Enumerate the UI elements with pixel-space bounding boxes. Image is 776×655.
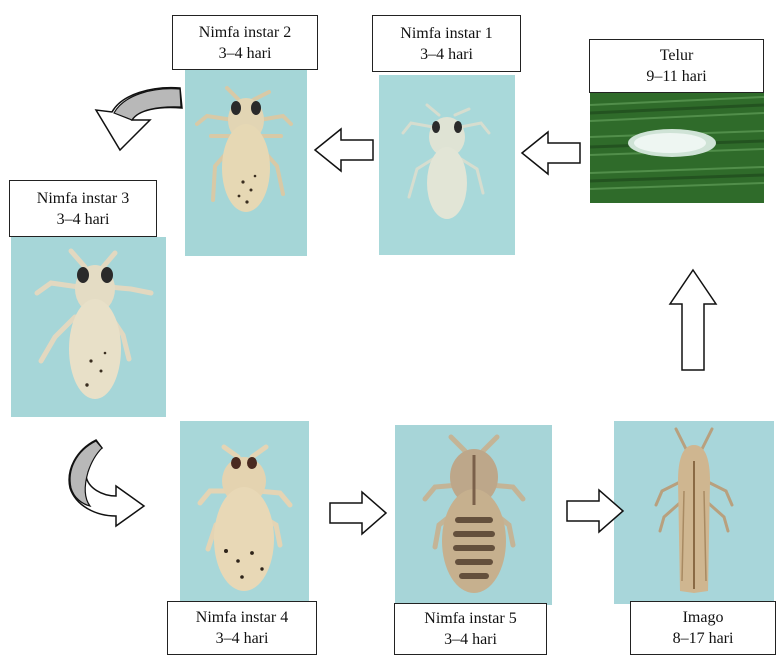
arrow-up-icon bbox=[668, 268, 718, 372]
imago-photo bbox=[614, 421, 774, 604]
nimfa-instar-4-label: Nimfa instar 4 3–4 hari bbox=[167, 601, 317, 655]
stage-duration: 3–4 hari bbox=[373, 44, 520, 65]
arrow-right-icon bbox=[565, 488, 625, 534]
nimfa-instar-3-photo bbox=[11, 237, 166, 417]
imago-label: Imago 8–17 hari bbox=[630, 601, 776, 655]
telur-label: Telur 9–11 hari bbox=[589, 39, 764, 93]
arrow-right-icon bbox=[328, 490, 388, 536]
stage-name: Imago bbox=[631, 607, 775, 628]
stage-name: Nimfa instar 2 bbox=[173, 22, 317, 43]
nimfa-instar-1-label: Nimfa instar 1 3–4 hari bbox=[372, 15, 521, 72]
nimfa-instar-3-label: Nimfa instar 3 3–4 hari bbox=[9, 180, 157, 237]
nimfa-instar-1-photo bbox=[379, 75, 515, 255]
arrow-left-icon bbox=[313, 127, 375, 173]
stage-name: Telur bbox=[590, 45, 763, 66]
stage-duration: 3–4 hari bbox=[173, 43, 317, 64]
stage-name: Nimfa instar 1 bbox=[373, 23, 520, 44]
stage-name: Nimfa instar 4 bbox=[168, 607, 316, 628]
stage-name: Nimfa instar 5 bbox=[395, 608, 546, 629]
nimfa-instar-5-photo bbox=[395, 425, 552, 605]
nimfa-instar-2-label: Nimfa instar 2 3–4 hari bbox=[172, 15, 318, 70]
curved-arrow-icon bbox=[92, 80, 184, 158]
telur-photo bbox=[590, 93, 764, 203]
stage-duration: 3–4 hari bbox=[10, 209, 156, 230]
nimfa-instar-2-photo bbox=[185, 70, 307, 256]
stage-duration: 3–4 hari bbox=[395, 629, 546, 650]
nimfa-instar-4-photo bbox=[180, 421, 309, 605]
arrow-left-icon bbox=[520, 130, 582, 176]
nimfa-instar-5-label: Nimfa instar 5 3–4 hari bbox=[394, 603, 547, 655]
stage-name: Nimfa instar 3 bbox=[10, 188, 156, 209]
stage-duration: 3–4 hari bbox=[168, 628, 316, 649]
stage-duration: 9–11 hari bbox=[590, 66, 763, 87]
stage-duration: 8–17 hari bbox=[631, 628, 775, 649]
curved-arrow-icon bbox=[46, 436, 146, 528]
